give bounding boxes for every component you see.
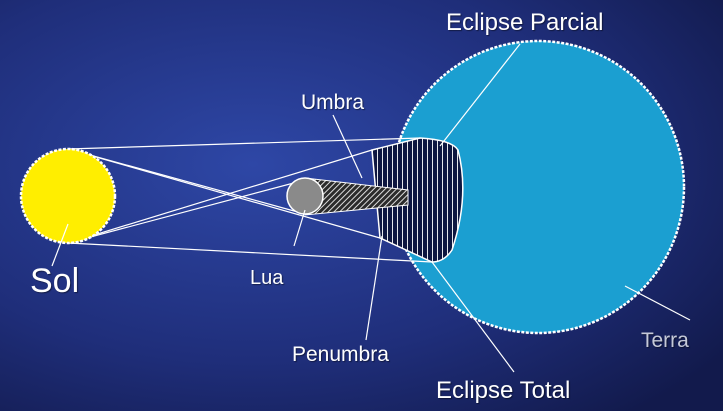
label-sol: Sol — [30, 264, 79, 298]
label-umbra: Umbra — [301, 92, 364, 113]
label-eclipse-parcial: Eclipse Parcial — [446, 11, 603, 35]
label-terra: Terra — [641, 330, 689, 351]
moon — [287, 178, 323, 214]
label-eclipse-total: Eclipse Total — [436, 379, 570, 403]
label-lua: Lua — [250, 268, 283, 288]
label-penumbra: Penumbra — [292, 344, 389, 365]
sun — [21, 149, 115, 243]
